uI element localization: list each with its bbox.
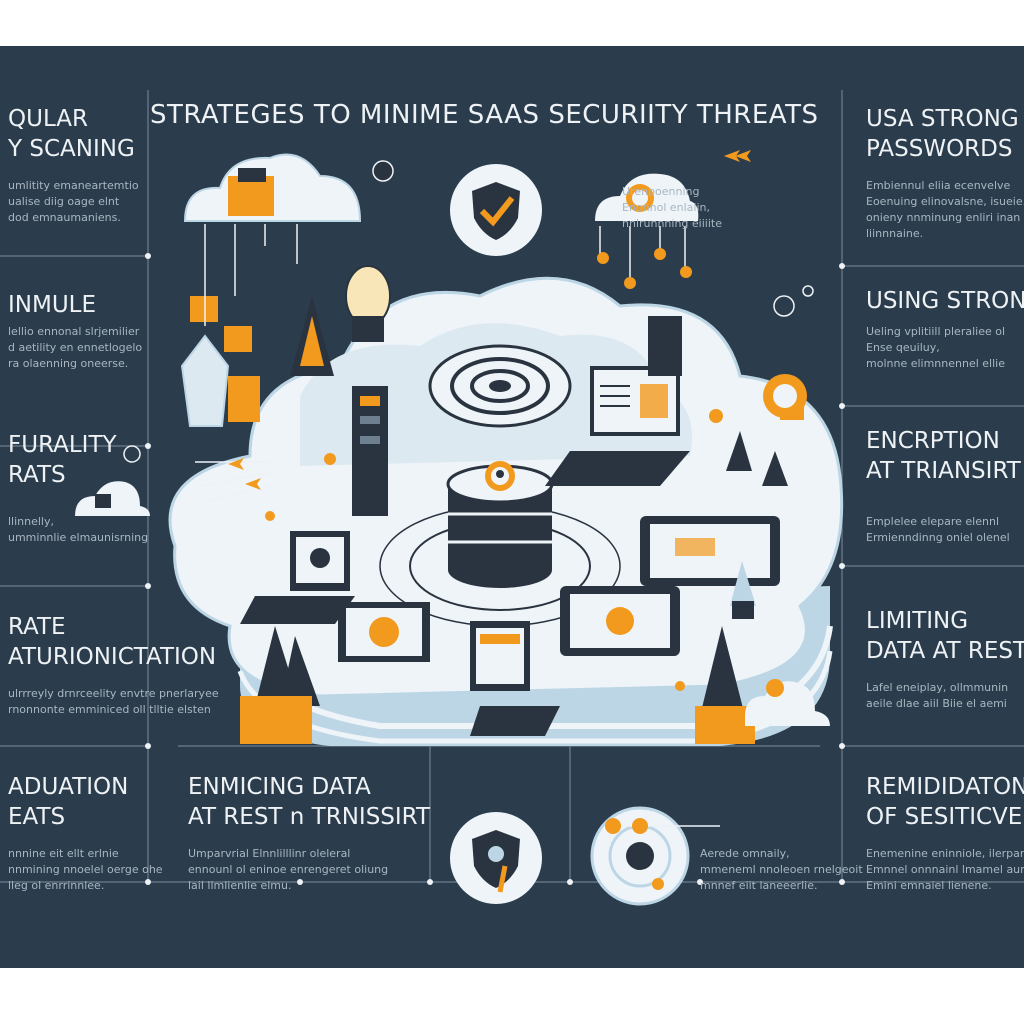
right-body-1: Embiennul eliia ecenvelve Eoenuing elino… bbox=[866, 179, 1024, 240]
server-icon bbox=[352, 316, 682, 516]
left-heading-2: INMULE bbox=[8, 292, 97, 318]
right-body-3: Emplelee elepare elennl Ermienndinng oni… bbox=[866, 515, 1010, 544]
shield-icon bbox=[450, 164, 542, 904]
left-heading-5: ADUATION EATS bbox=[8, 774, 129, 830]
tree-icon bbox=[240, 296, 788, 744]
left-body-4: ulrrreyly drnrceelity envtre pnerlaryee … bbox=[8, 687, 219, 716]
connector-lines bbox=[195, 224, 720, 846]
laptop-icon bbox=[545, 366, 690, 486]
page-title: STRATEGES TO MINIME SAAS SECURIITY THREA… bbox=[150, 100, 819, 130]
database-icon bbox=[379, 461, 621, 627]
illustration-canvas bbox=[0, 90, 1024, 906]
right-heading-4: LIMITING DATA AT REST bbox=[866, 608, 1024, 664]
left-body-5: nnnine eit ellt erlnie nnmining nnoelel … bbox=[8, 847, 163, 892]
right-body-4: Lafel eneiplay, ollmmunin aeile dlae aii… bbox=[866, 681, 1009, 710]
right-heading-3: ENCRPTION AT TRIANSIRT bbox=[866, 428, 1021, 484]
right-body-5: Enemenine eninniole, ilerparl Emnnel onn… bbox=[866, 847, 1024, 892]
left-body-2: lellio ennonal slrjemilier d aetility en… bbox=[8, 325, 143, 370]
node-dots bbox=[265, 248, 723, 834]
tablet-icon bbox=[560, 586, 680, 656]
monitor-icon bbox=[338, 602, 430, 662]
left-body-1: umlitity emaneartemtio ualise diig oage … bbox=[8, 179, 139, 224]
infographic-poster: STRATEGES TO MINIME SAAS SECURIITY THREA… bbox=[0, 46, 1024, 968]
center-bottom-heading: ENMICING DATA AT REST n TRNISSIRT bbox=[188, 774, 431, 830]
virus-icon bbox=[123, 160, 814, 463]
cloud-icon bbox=[75, 153, 830, 726]
target-icon bbox=[590, 374, 807, 906]
left-heading-3: FURALITY RATS bbox=[8, 432, 117, 488]
right-heading-1: USA STRONG & PASSWORDS bbox=[866, 106, 1024, 162]
laptop-icon bbox=[240, 531, 355, 624]
tablet-icon bbox=[640, 516, 780, 586]
right-body-2: Ueling vplitiill pleraliee ol Ense qeuil… bbox=[866, 325, 1006, 370]
crystal-icon bbox=[180, 334, 230, 427]
right-heading-5: REMIDIDATON OF SESITICVE T bbox=[866, 774, 1024, 830]
left-body-3: llinnelly, umminnlie elmaunisrning bbox=[8, 515, 149, 544]
right-heading-2: USING STRONG bbox=[866, 288, 1024, 314]
center-bottom-body-2: Aerede omnaily, mmeneml nnoleoen rnelgeo… bbox=[700, 847, 863, 892]
left-heading-1: QULAR Y SCANING bbox=[8, 106, 135, 162]
lamp-icon bbox=[345, 265, 391, 342]
center-top-body: Urenpoenning Enonnol enlalin, nnlrunnnin… bbox=[622, 185, 722, 230]
left-heading-4: RATE ATURIONICTATION bbox=[8, 614, 217, 670]
arrow-icon bbox=[228, 150, 751, 490]
grid-dots bbox=[145, 253, 845, 885]
center-bottom-body: Umparvrial Elnnlilllinr oleleral ennounl… bbox=[188, 847, 389, 892]
monitor-icon bbox=[470, 621, 560, 736]
